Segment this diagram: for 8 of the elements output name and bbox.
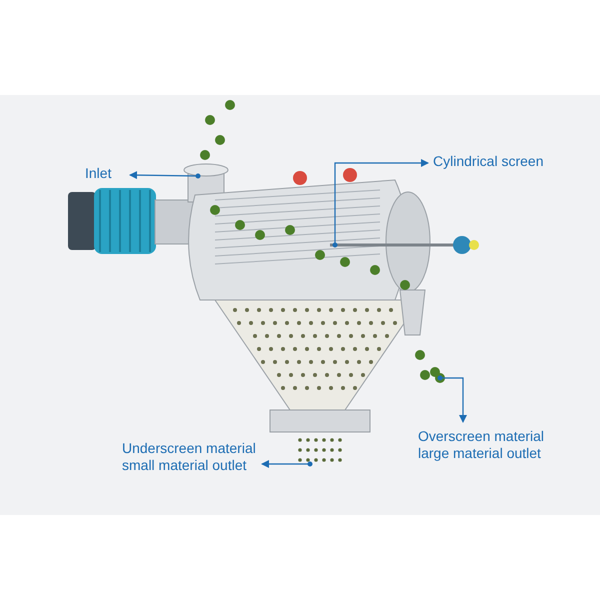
leader-line — [438, 376, 467, 423]
leader-line — [261, 460, 312, 468]
part-label: Underscreen material small material outlet — [122, 440, 262, 474]
leader-line — [332, 159, 429, 248]
leader-line — [129, 171, 200, 180]
part-label: Overscreen material large material outlet — [418, 428, 578, 462]
part-label: Cylindrical screen — [433, 153, 583, 170]
part-label: Inlet — [85, 165, 125, 182]
